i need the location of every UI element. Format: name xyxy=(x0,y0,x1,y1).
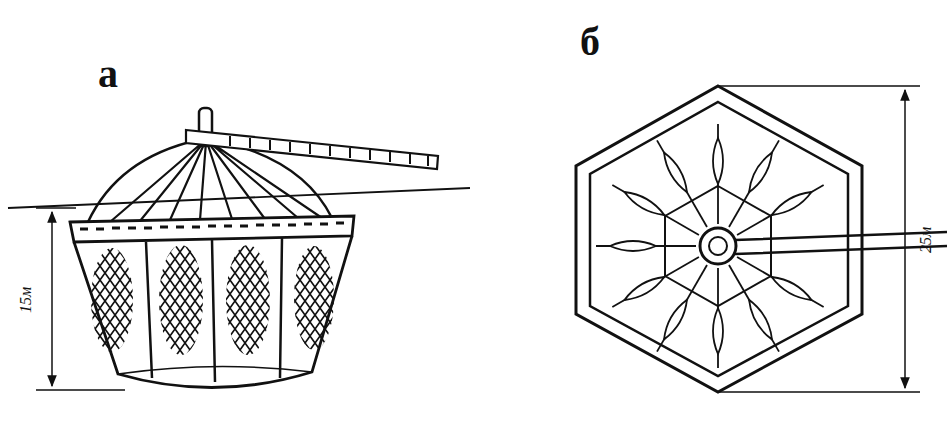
float xyxy=(749,300,772,340)
float xyxy=(624,192,664,215)
dimension-line xyxy=(904,90,906,388)
float xyxy=(713,308,723,354)
cage-top-view xyxy=(576,86,947,392)
water-line xyxy=(8,188,470,208)
float xyxy=(624,277,664,300)
spoke xyxy=(612,257,699,307)
spoke xyxy=(729,265,779,352)
float xyxy=(610,241,656,251)
dimension-label: 25м xyxy=(918,227,934,253)
float xyxy=(713,138,723,184)
float xyxy=(664,152,687,192)
float xyxy=(749,152,772,192)
panel-letter: а xyxy=(98,54,118,94)
float xyxy=(664,300,687,340)
spoke xyxy=(737,185,824,235)
float xyxy=(772,277,812,300)
spoke xyxy=(657,140,707,227)
float xyxy=(772,192,812,215)
boom xyxy=(735,232,947,254)
panel-letter: б xyxy=(580,22,600,62)
cage-side-view xyxy=(8,108,470,390)
dimension-label: 15м xyxy=(18,287,34,313)
dimension-line xyxy=(51,212,53,386)
